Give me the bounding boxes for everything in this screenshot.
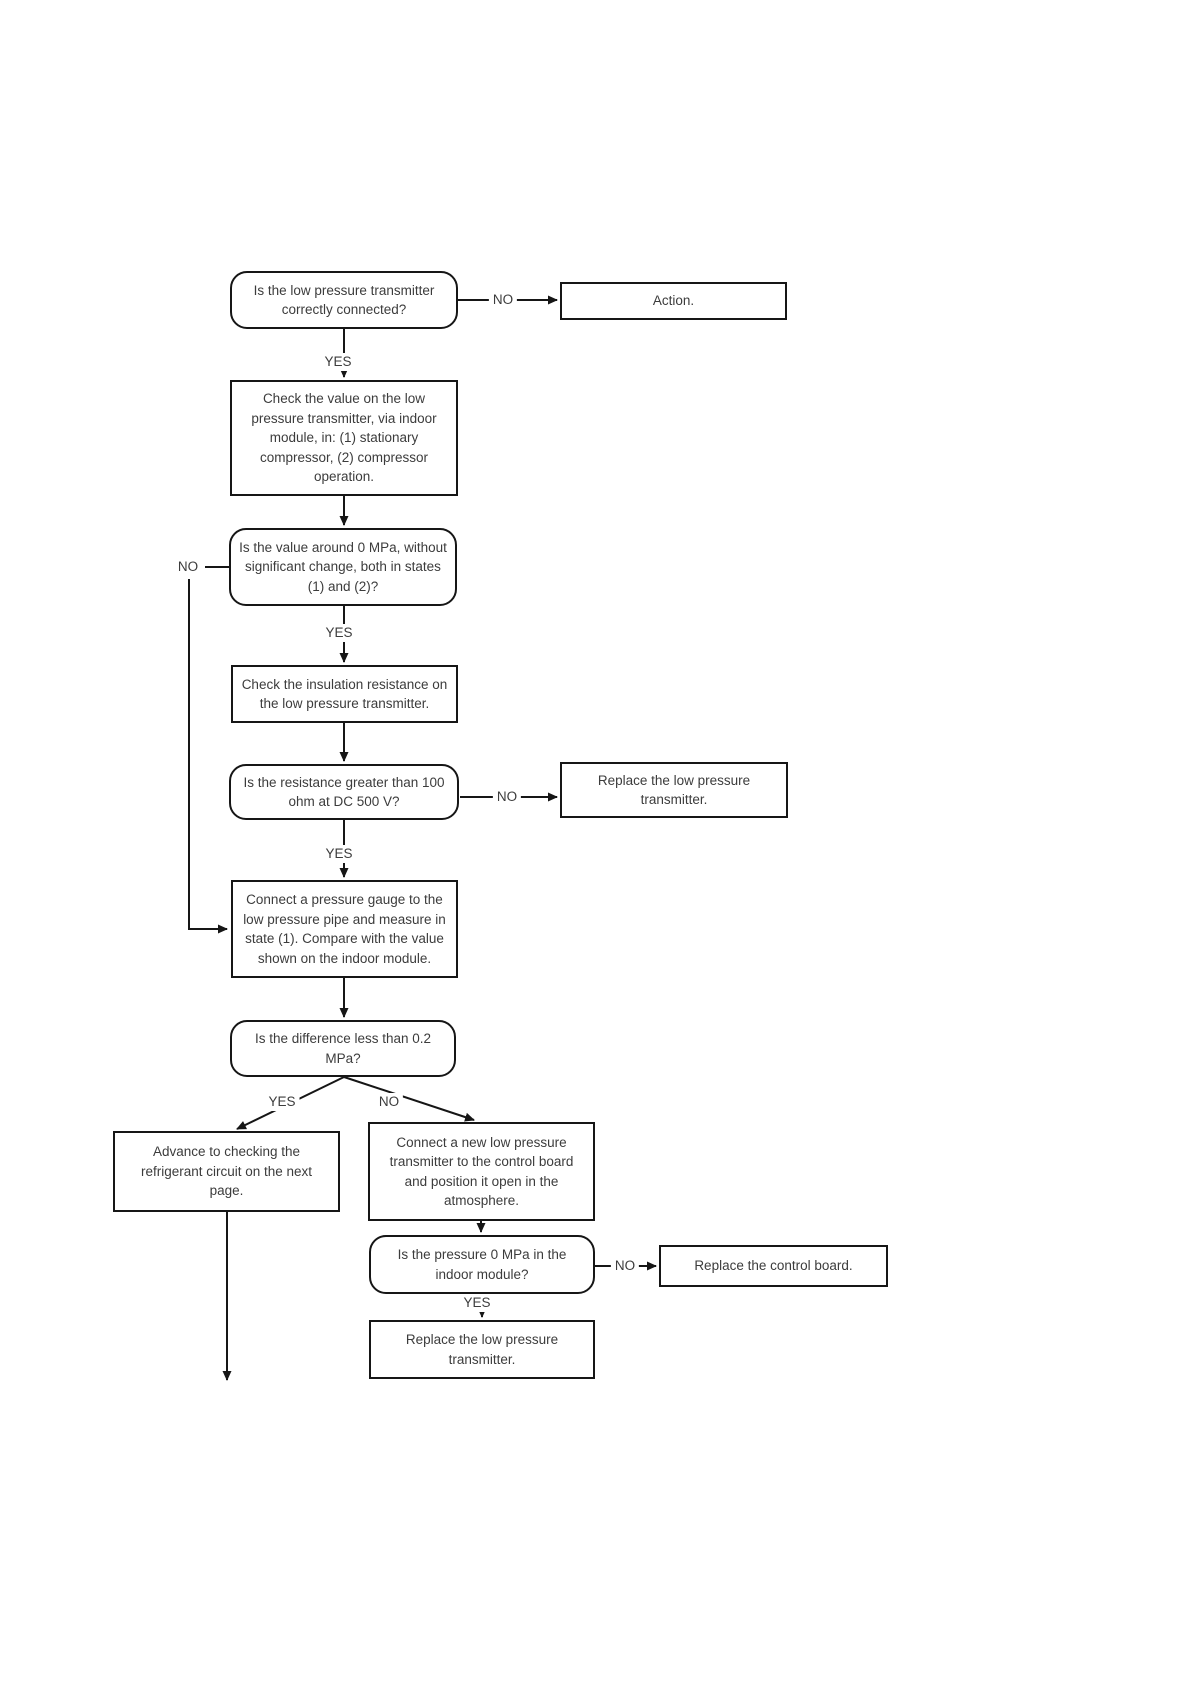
- edge-label-yes: YES: [321, 845, 357, 863]
- edge-q4-no: [343, 1076, 475, 1122]
- process-check-value: Check the value on the low pressure tran…: [230, 380, 458, 496]
- edge-label-yes: YES: [264, 1093, 300, 1111]
- edge-label-yes: YES: [321, 624, 357, 642]
- edge-label-yes: YES: [459, 1294, 495, 1312]
- decision-pressure-0mpa: Is the pressure 0 MPa in the indoor modu…: [369, 1235, 595, 1294]
- edge-label-no: NO: [492, 788, 522, 806]
- edge-q2-no-loop: [188, 579, 228, 934]
- process-replace-transmitter-1: Replace the low pressure transmitter.: [560, 762, 788, 818]
- decision-value-around-0mpa: Is the value around 0 MPa, without signi…: [229, 528, 457, 606]
- decision-difference-less-02: Is the difference less than 0.2 MPa?: [230, 1020, 456, 1077]
- decision-resistance-greater: Is the resistance greater than 100 ohm a…: [229, 764, 459, 820]
- decision-transmitter-connected: Is the low pressure transmitter correctl…: [230, 271, 458, 329]
- process-action: Action.: [560, 282, 787, 320]
- edge-label-no: NO: [173, 558, 203, 576]
- process-connect-new-transmitter: Connect a new low pressure transmitter t…: [368, 1122, 595, 1221]
- process-replace-control-board: Replace the control board.: [659, 1245, 888, 1287]
- edge-label-yes: YES: [320, 353, 356, 371]
- process-replace-transmitter-2: Replace the low pressure transmitter.: [369, 1320, 595, 1379]
- process-advance-next-page: Advance to checking the refrigerant circ…: [113, 1131, 340, 1212]
- edge-label-no: NO: [610, 1257, 640, 1275]
- edge-label-no: NO: [488, 291, 518, 309]
- process-connect-gauge: Connect a pressure gauge to the low pres…: [231, 880, 458, 978]
- process-check-insulation: Check the insulation resistance on the l…: [231, 665, 458, 723]
- edge-label-no: NO: [374, 1093, 404, 1111]
